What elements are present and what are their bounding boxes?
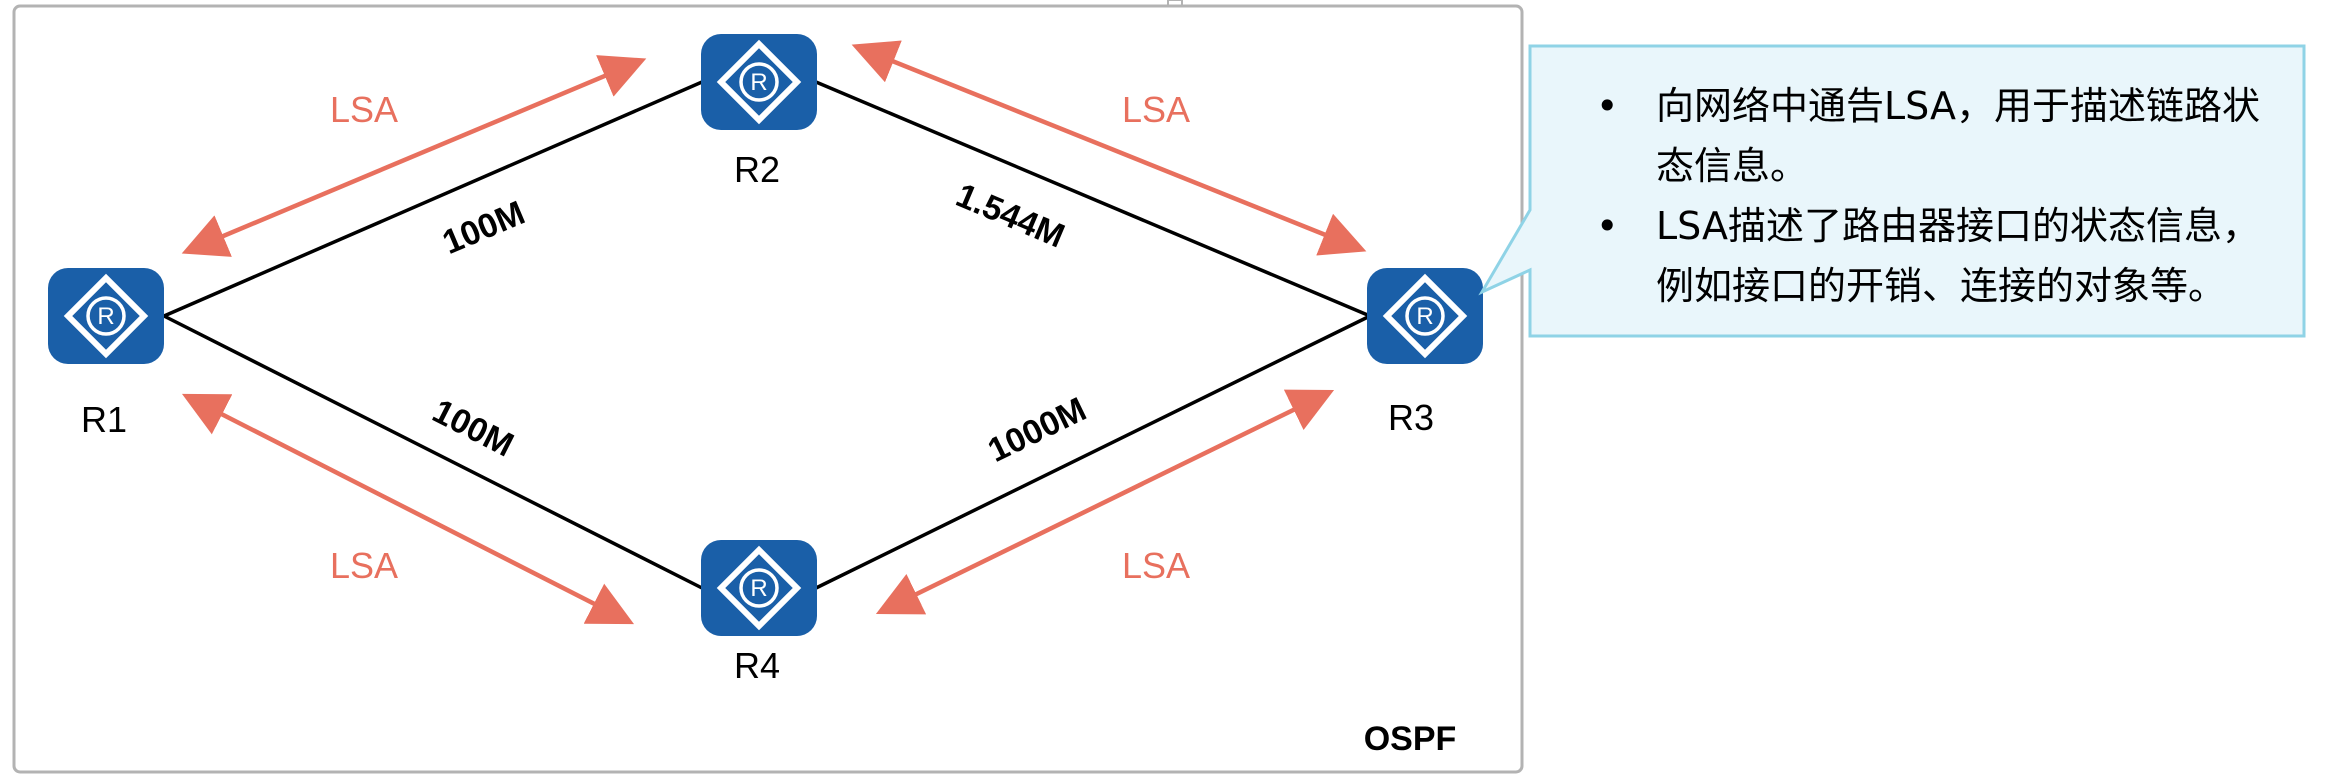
router-r3-label: R3: [1388, 397, 1434, 438]
router-icon: [48, 268, 164, 364]
link-r1-r4: [163, 314, 703, 590]
lsa-label-r4-r3: LSA: [1122, 545, 1190, 586]
router-r1[interactable]: R1: [48, 268, 164, 440]
router-r1-label: R1: [81, 399, 127, 440]
router-r2[interactable]: R2: [701, 34, 817, 190]
callout-bullet-1: 向网络中通告LSA，用于描述链路状态信息。: [1566, 76, 2276, 196]
router-r2-label: R2: [734, 149, 780, 190]
lsa-arrow-r2-r3: [851, 40, 1367, 256]
router-r4-label: R4: [734, 645, 780, 686]
lsa-label-r1-r2: LSA: [330, 89, 398, 130]
link-r4-r3: [815, 314, 1371, 590]
lsa-label-r1-r4: LSA: [330, 545, 398, 586]
bandwidth-label-r2-r3: 1.544M: [951, 176, 1070, 255]
router-r3[interactable]: R3: [1367, 268, 1483, 438]
bandwidth-label-r1-r4: 100M: [426, 392, 519, 464]
router-icon: [701, 540, 817, 636]
callout-text: 向网络中通告LSA，用于描述链路状态信息。 LSA描述了路由器接口的状态信息，例…: [1536, 46, 2304, 336]
link-r1-r2: [163, 80, 703, 318]
protocol-label: OSPF: [1364, 720, 1457, 758]
ospf-area-frame: [12, 4, 1524, 774]
bandwidth-label-r1-r2: 100M: [437, 194, 530, 262]
router-r4[interactable]: R4: [701, 540, 817, 686]
link-r2-r3: [815, 80, 1371, 318]
lsa-arrow-r1-r2: [181, 55, 647, 257]
lsa-arrow-r1-r4: [181, 393, 635, 625]
router-icon: [701, 34, 817, 130]
callout-bullet-list: 向网络中通告LSA，用于描述链路状态信息。 LSA描述了路由器接口的状态信息，例…: [1566, 76, 2276, 316]
router-icon: [1367, 268, 1483, 364]
lsa-label-r2-r3: LSA: [1122, 89, 1190, 130]
callout-bullet-2: LSA描述了路由器接口的状态信息，例如接口的开销、连接的对象等。: [1566, 196, 2276, 316]
top-marker: [1167, 0, 1183, 7]
lsa-arrow-r4-r3: [875, 389, 1335, 615]
bandwidth-label-r4-r3: 1000M: [982, 390, 1092, 470]
